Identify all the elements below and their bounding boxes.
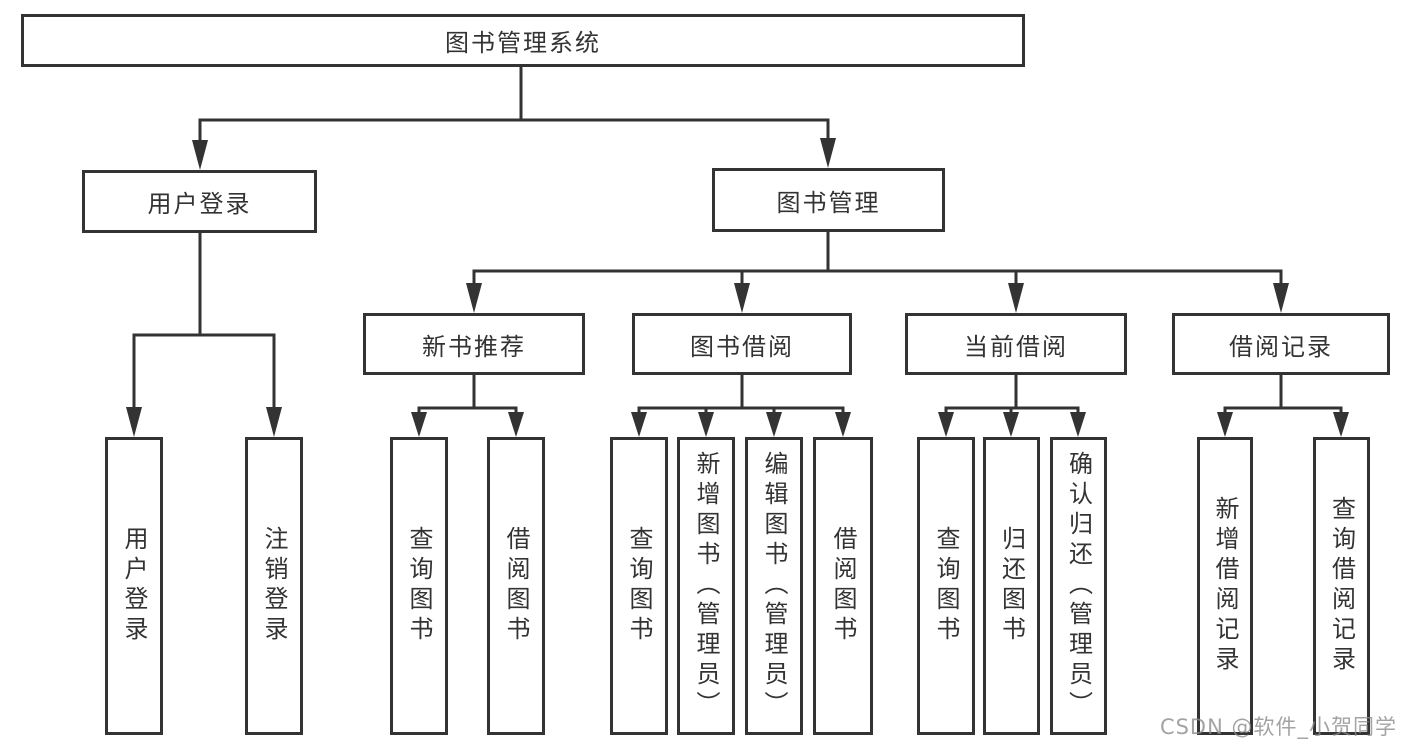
node-return-books-label: 归还图书 — [997, 526, 1026, 646]
node-user-login: 用户登录 — [82, 170, 317, 233]
node-borrow-books-recommend: 借阅图书 — [487, 437, 545, 735]
arrowhead-icon — [734, 283, 750, 313]
arrowhead-icon — [508, 412, 524, 437]
node-user-login-leaf: 用户登录 — [105, 437, 163, 735]
arrowhead-icon — [820, 138, 836, 168]
arrowhead-icon — [766, 412, 782, 437]
arrowhead-icon — [835, 412, 851, 437]
node-query-books-current: 查询图书 — [917, 437, 975, 735]
arrowhead-icon — [698, 412, 714, 437]
node-book-management-label: 图书管理 — [776, 188, 881, 217]
arrowhead-icon — [466, 283, 482, 313]
arrowhead-icon — [1333, 412, 1349, 437]
node-query-books-current-label: 查询图书 — [932, 526, 960, 646]
node-query-borrow-record-label: 查询借阅记录 — [1327, 496, 1356, 676]
arrowhead-icon — [192, 140, 208, 170]
node-logout: 注销登录 — [245, 437, 303, 735]
node-borrow-books-recommend-label: 借阅图书 — [502, 526, 530, 646]
node-new-book-recommendation-label: 新书推荐 — [422, 332, 526, 361]
node-book-borrowing: 图书借阅 — [632, 313, 852, 375]
arrowhead-icon — [1008, 283, 1024, 313]
arrowhead-icon — [126, 407, 142, 437]
node-book-borrowing-label: 图书借阅 — [690, 332, 794, 361]
node-query-books-recommend: 查询图书 — [390, 437, 448, 735]
arrowhead-icon — [631, 412, 647, 437]
node-borrow-books-leaf-label: 借阅图书 — [829, 526, 857, 646]
node-user-login-leaf-label: 用户登录 — [120, 526, 148, 646]
arrowhead-icon — [1003, 412, 1019, 437]
arrowhead-icon — [1070, 412, 1086, 437]
node-confirm-return-admin: 确认归还（管理员） — [1050, 437, 1107, 735]
node-return-books: 归还图书 — [983, 437, 1040, 735]
node-library-management-system: 图书管理系统 — [21, 14, 1025, 67]
csdn-watermark: CSDN @软件_小贺同学 — [1159, 715, 1397, 739]
arrowhead-icon — [1273, 283, 1289, 313]
node-book-management: 图书管理 — [712, 168, 945, 232]
node-library-management-system-label: 图书管理系统 — [445, 29, 601, 57]
node-borrowing-records-label: 借阅记录 — [1229, 332, 1333, 361]
node-user-login-label: 用户登录 — [147, 190, 252, 218]
node-query-borrow-record: 查询借阅记录 — [1313, 437, 1370, 735]
node-add-book-admin: 新增图书（管理员） — [677, 437, 735, 735]
arrowhead-icon — [266, 407, 282, 437]
node-new-book-recommendation: 新书推荐 — [363, 313, 585, 375]
node-add-book-admin-label: 新增图书（管理员） — [692, 451, 720, 721]
node-logout-label: 注销登录 — [260, 526, 288, 646]
node-query-books-borrowing: 查询图书 — [610, 437, 668, 735]
node-current-borrowing-label: 当前借阅 — [964, 332, 1068, 361]
arrowhead-icon — [411, 412, 427, 437]
node-add-borrow-record-label: 新增借阅记录 — [1211, 496, 1239, 676]
arrowhead-icon — [938, 412, 954, 437]
arrowhead-icon — [1217, 412, 1233, 437]
node-add-borrow-record: 新增借阅记录 — [1197, 437, 1253, 735]
node-current-borrowing: 当前借阅 — [905, 313, 1127, 375]
node-borrow-books-leaf: 借阅图书 — [813, 437, 873, 735]
node-edit-book-admin-label: 编辑图书（管理员） — [760, 451, 788, 721]
node-confirm-return-admin-label: 确认归还（管理员） — [1064, 451, 1093, 721]
node-borrowing-records: 借阅记录 — [1172, 313, 1390, 375]
node-edit-book-admin: 编辑图书（管理员） — [745, 437, 803, 735]
node-query-books-recommend-label: 查询图书 — [405, 526, 433, 646]
node-query-books-borrowing-label: 查询图书 — [625, 526, 653, 646]
